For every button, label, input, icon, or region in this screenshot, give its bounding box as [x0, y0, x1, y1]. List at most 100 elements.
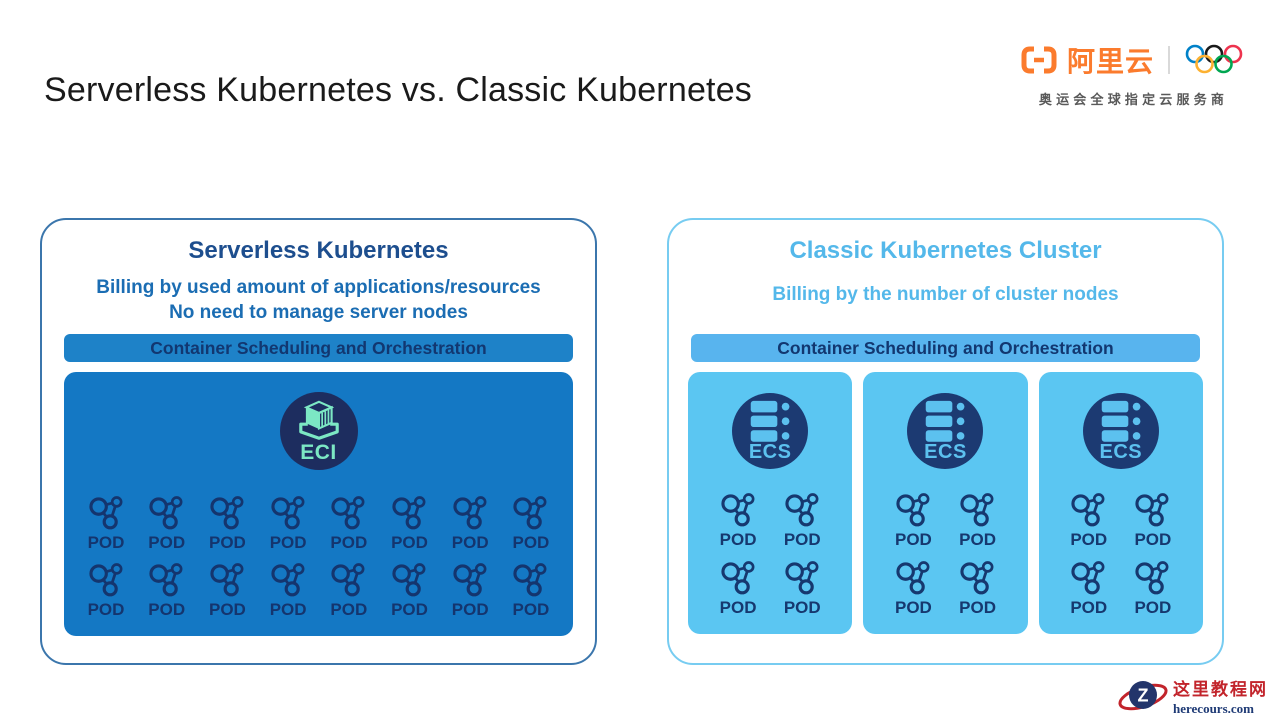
page-title: Serverless Kubernetes vs. Classic Kubern…	[44, 70, 753, 109]
pod-label: POD	[87, 533, 125, 552]
pod-grid: POD POD POD POD	[688, 492, 852, 618]
scheduling-bar: Container Scheduling and Orchestration	[64, 334, 573, 362]
ecs-label: ECS	[748, 441, 792, 463]
serverless-panel-title: Serverless Kubernetes	[188, 237, 449, 264]
pod-icon-group: POD	[138, 562, 196, 620]
pod-icon-group: POD	[259, 562, 317, 620]
ecs-badge: ECS	[732, 393, 809, 469]
pod-label: POD	[391, 533, 428, 552]
pod-icon-group: POD	[198, 495, 256, 553]
pod-icon	[1134, 560, 1171, 597]
pod-icon-group: POD	[77, 495, 135, 553]
pod-icon	[88, 495, 125, 532]
pod-icon-group: POD	[712, 492, 764, 550]
pod-icon	[512, 495, 549, 532]
ecs-badge: ECS	[907, 393, 984, 469]
pod-icon	[270, 495, 307, 532]
pod-label: POD	[719, 530, 757, 549]
classic-panel-title: Classic Kubernetes Cluster	[789, 237, 1102, 264]
brand-block: 阿里云 奥运会全球指定云服务商	[1021, 40, 1246, 108]
pod-icon-group: POD	[138, 495, 196, 553]
pod-icon	[391, 562, 428, 599]
pod-icon-group: POD	[320, 562, 378, 620]
pod-icon	[209, 562, 246, 599]
pod-label: POD	[451, 533, 489, 552]
eci-badge: ECI	[279, 392, 358, 470]
watermark-site-url: herecours.com	[1173, 701, 1254, 716]
pod-grid: POD POD POD POD	[1039, 492, 1203, 618]
pod-label: POD	[330, 600, 368, 619]
pod-label: POD	[1070, 530, 1108, 549]
pod-icon	[330, 495, 367, 532]
pod-label: POD	[783, 530, 821, 549]
pod-icon	[512, 562, 549, 599]
ecs-label: ECS	[1099, 441, 1143, 463]
pod-icon	[452, 562, 489, 599]
pod-label: POD	[512, 600, 550, 619]
pod-label: POD	[208, 600, 246, 619]
pod-label: POD	[719, 598, 757, 617]
serverless-kubernetes-panel: Serverless Kubernetes Billing by used am…	[40, 218, 597, 665]
pod-icon-group: POD	[776, 560, 828, 618]
pod-icon	[452, 495, 489, 532]
alibaba-cloud-brackets-icon	[1021, 46, 1057, 74]
pod-label: POD	[330, 533, 368, 552]
pod-label: POD	[783, 598, 821, 617]
pod-label: POD	[148, 533, 186, 552]
pod-label: POD	[512, 533, 550, 552]
pod-label: POD	[269, 600, 307, 619]
pod-icon-group: POD	[887, 560, 939, 618]
pod-icon	[784, 560, 821, 597]
svg-text:Z: Z	[1138, 686, 1149, 706]
scheduling-bar: Container Scheduling and Orchestration	[691, 334, 1200, 362]
pod-icon	[391, 495, 428, 532]
pod-icon	[1070, 492, 1107, 529]
pod-icon-group: POD	[381, 562, 439, 620]
pod-icon-group: POD	[1063, 492, 1115, 550]
pod-icon	[959, 560, 996, 597]
ecs-node-box: ECS POD POD POD POD	[1038, 372, 1203, 634]
pod-icon-group: POD	[441, 495, 499, 553]
brand-divider	[1168, 46, 1170, 74]
pod-icon-group: POD	[502, 495, 560, 553]
pod-label: POD	[959, 530, 996, 549]
pod-icon-group: POD	[1127, 560, 1179, 618]
pod-icon	[1134, 492, 1171, 529]
pod-icon	[88, 562, 125, 599]
z-globe-orbit-icon: Z	[1117, 674, 1169, 718]
pod-label: POD	[208, 533, 246, 552]
pod-icon	[720, 560, 757, 597]
pod-icon	[895, 560, 932, 597]
olympic-rings-icon	[1184, 44, 1246, 76]
ecs-label: ECS	[924, 441, 967, 463]
pod-label: POD	[1134, 530, 1172, 549]
pod-icon	[209, 495, 246, 532]
brand-tagline: 奥运会全球指定云服务商	[1038, 92, 1229, 107]
pod-icon-group: POD	[712, 560, 764, 618]
pod-label: POD	[269, 533, 307, 552]
pod-label: POD	[451, 600, 489, 619]
pod-icon-group: POD	[1063, 560, 1115, 618]
classic-panel-subtitle: Billing by the number of cluster nodes	[772, 284, 1119, 305]
brand-name: 阿里云	[1066, 46, 1154, 77]
classic-kubernetes-panel: Classic Kubernetes Cluster Billing by th…	[667, 218, 1224, 665]
pod-icon-group: POD	[952, 560, 1004, 618]
pod-label: POD	[391, 600, 428, 619]
pod-label: POD	[894, 598, 932, 617]
pod-label: POD	[1134, 598, 1172, 617]
pod-icon-group: POD	[381, 495, 439, 553]
ecs-badge: ECS	[1082, 393, 1159, 469]
pod-icon-group: POD	[887, 492, 939, 550]
subtitle-line: No need to manage server nodes	[169, 302, 468, 323]
pod-row: POD POD POD POD POD POD POD POD	[64, 495, 573, 553]
pod-icon	[270, 562, 307, 599]
pod-icon	[1070, 560, 1107, 597]
pod-icon	[148, 495, 185, 532]
pod-icon-group: POD	[776, 492, 828, 550]
watermark-text: 这里教程网 herecours.com	[1173, 675, 1268, 717]
